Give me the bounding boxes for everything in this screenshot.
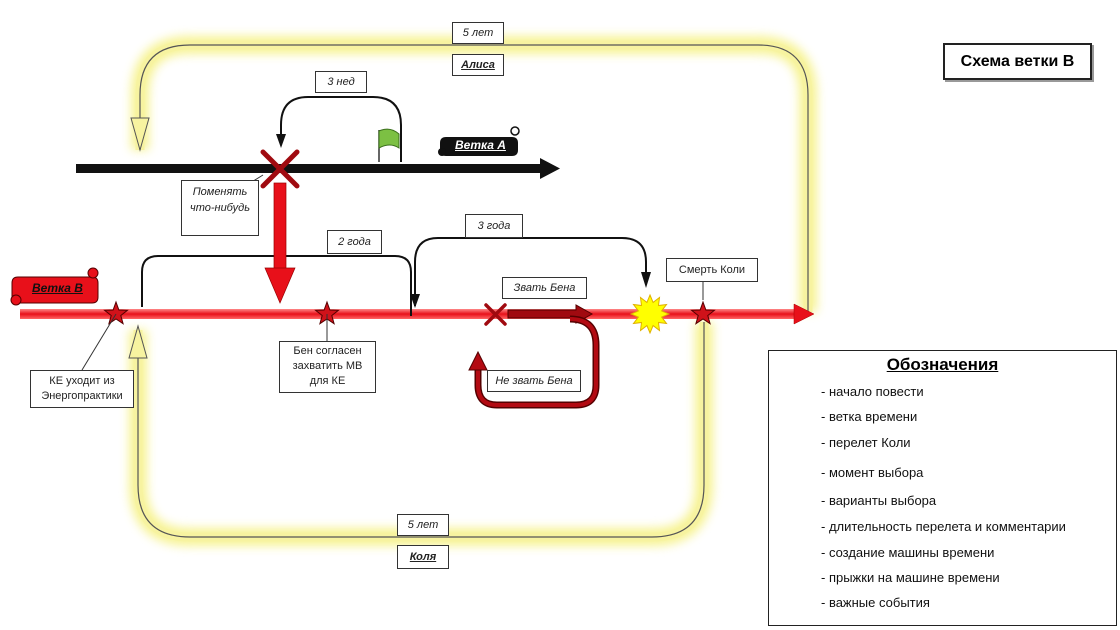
- branch-a-label: Ветка А: [455, 138, 506, 152]
- choice-variants: [468, 303, 600, 409]
- legend-item: - создание машины времени: [769, 541, 994, 563]
- three-years-label: 3 года: [465, 214, 523, 238]
- alisa-duration-label: 5 лет: [452, 22, 504, 44]
- legend-item-label: - перелет Коли: [821, 434, 911, 450]
- ke-leaves-callout: КЕ уходит из Энергопрактики: [30, 370, 134, 408]
- legend-item-label: - прыжки на машине времени: [821, 569, 1000, 585]
- flag-icon: [378, 128, 400, 162]
- flight-three-weeks: [276, 96, 402, 162]
- star-ke-leaves: [103, 300, 129, 325]
- star-kolya-death: [690, 300, 716, 325]
- ben-agreed-callout: Бен согласен захватить МВ для КЕ: [279, 341, 376, 393]
- legend-title: Обозначения: [886, 355, 999, 374]
- legend-item-label: - длительность перелета и комментарии: [821, 518, 1066, 534]
- legend-item-label: - начало повести: [821, 383, 924, 399]
- legend-item: - начало повести: [769, 380, 924, 402]
- three-weeks-label: 3 нед: [315, 71, 367, 93]
- branch-b-label: Ветка В: [32, 281, 83, 295]
- legend-item-label: - важные события: [821, 594, 930, 610]
- branch-b-scroll: [10, 267, 99, 306]
- legend-item: - важные события: [769, 591, 930, 613]
- choice-transition-arrow: [264, 182, 296, 304]
- alisa-time-jump: [130, 36, 817, 312]
- branch-b-line: [20, 303, 815, 325]
- two-years-label: 2 года: [327, 230, 382, 254]
- kolya-duration-label: 5 лет: [397, 514, 449, 536]
- flight-three-years: [410, 237, 651, 308]
- legend-item: - прыжки на машине времени: [769, 566, 1000, 588]
- kolya-death-callout: Смерть Коли: [666, 258, 758, 282]
- alisa-name-label: Алиса: [452, 54, 504, 76]
- kolya-time-jump: [128, 322, 713, 546]
- legend-item-label: - варианты выбора: [821, 492, 937, 508]
- legend-item-label: - создание машины времени: [821, 544, 995, 560]
- page-title: Схема ветки В: [943, 43, 1092, 80]
- legend-item: - варианты выбора: [769, 489, 936, 511]
- legend-item: - перелет Коли: [769, 431, 911, 453]
- sun-icon: [629, 293, 671, 335]
- kolya-name-label: Коля: [397, 545, 449, 569]
- not-call-ben-label[interactable]: Не звать Бена: [487, 370, 581, 392]
- call-ben-label[interactable]: Звать Бена: [502, 277, 587, 299]
- callout-connector-ke: [81, 313, 117, 371]
- legend-item-label: - ветка времени: [821, 408, 918, 424]
- branch-a-line: [76, 158, 560, 179]
- legend-item: - длительность перелета и комментарии: [769, 515, 1066, 537]
- choice-cross-a: [260, 149, 300, 189]
- legend-item: - момент выбора: [769, 461, 923, 483]
- change-something-callout: Поменять что-нибудь: [181, 180, 259, 236]
- branch-a-scroll: [438, 126, 520, 156]
- legend-panel: Обозначения - начало повести - ветка врем…: [768, 350, 1117, 626]
- legend-item: - ветка времени: [769, 405, 917, 427]
- legend-item-label: - момент выбора: [821, 464, 924, 480]
